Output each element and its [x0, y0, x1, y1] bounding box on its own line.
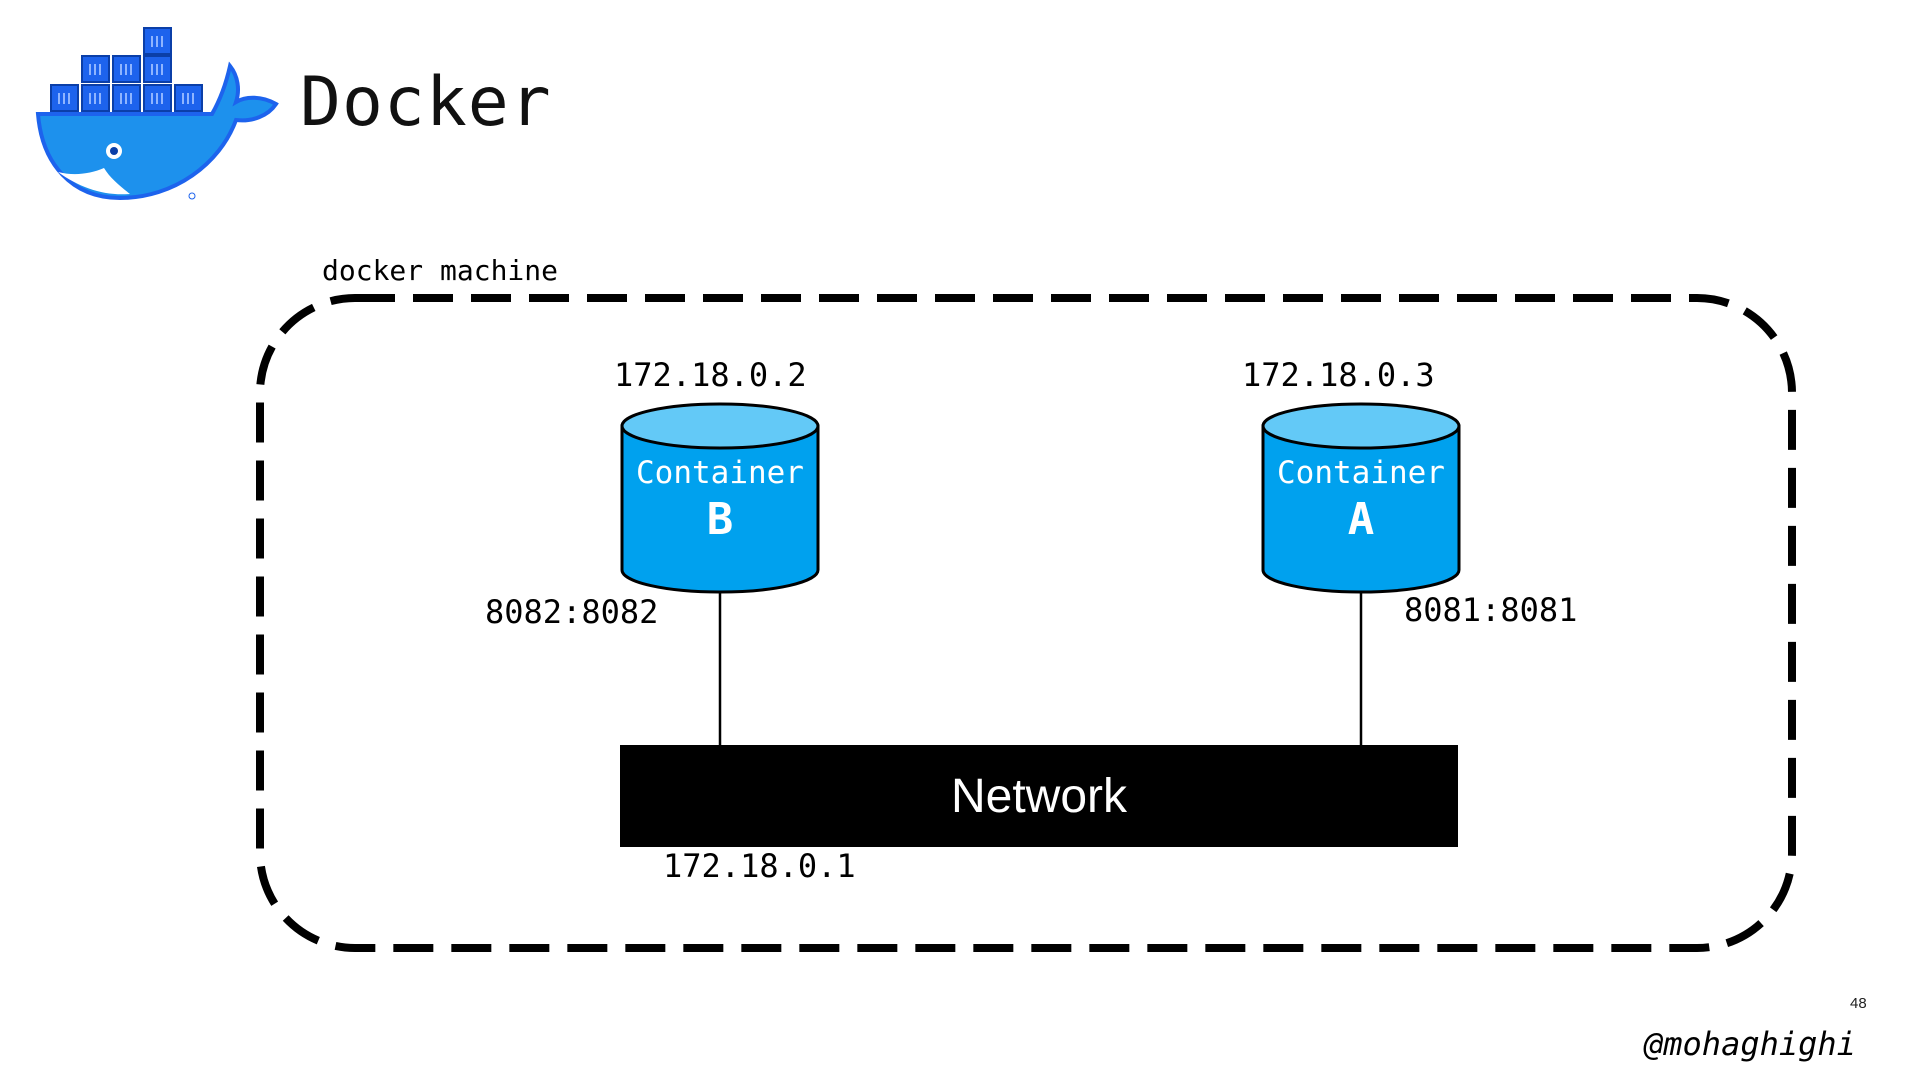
- docker-machine-boundary: [256, 294, 1796, 952]
- container-b-port: 8082:8082: [485, 593, 659, 631]
- container-a-ip: 172.18.0.3: [1242, 356, 1435, 394]
- container-a-port: 8081:8081: [1404, 591, 1578, 629]
- container-b-letter: B: [706, 494, 734, 545]
- container-a-cylinder: [1261, 402, 1461, 594]
- docker-machine-label: docker machine: [322, 254, 559, 287]
- network-bar: [620, 745, 1458, 847]
- container-b-cylinder: [620, 402, 820, 594]
- container-a-letter: A: [1347, 494, 1375, 545]
- container-a-title: Container: [1277, 455, 1445, 491]
- container-b-title: Container: [636, 455, 804, 491]
- network-ip: 172.18.0.1: [663, 847, 856, 885]
- author-handle: @mohaghighi: [1644, 1025, 1856, 1063]
- container-b-label: Container B: [620, 452, 820, 546]
- container-b-ip: 172.18.0.2: [614, 356, 807, 394]
- page-number: 48: [1850, 995, 1867, 1012]
- network-label: Network: [950, 769, 1128, 823]
- docker-whale-icon: [35, 27, 279, 201]
- brand-title: Docker: [300, 63, 552, 142]
- container-a-label: Container A: [1261, 452, 1461, 546]
